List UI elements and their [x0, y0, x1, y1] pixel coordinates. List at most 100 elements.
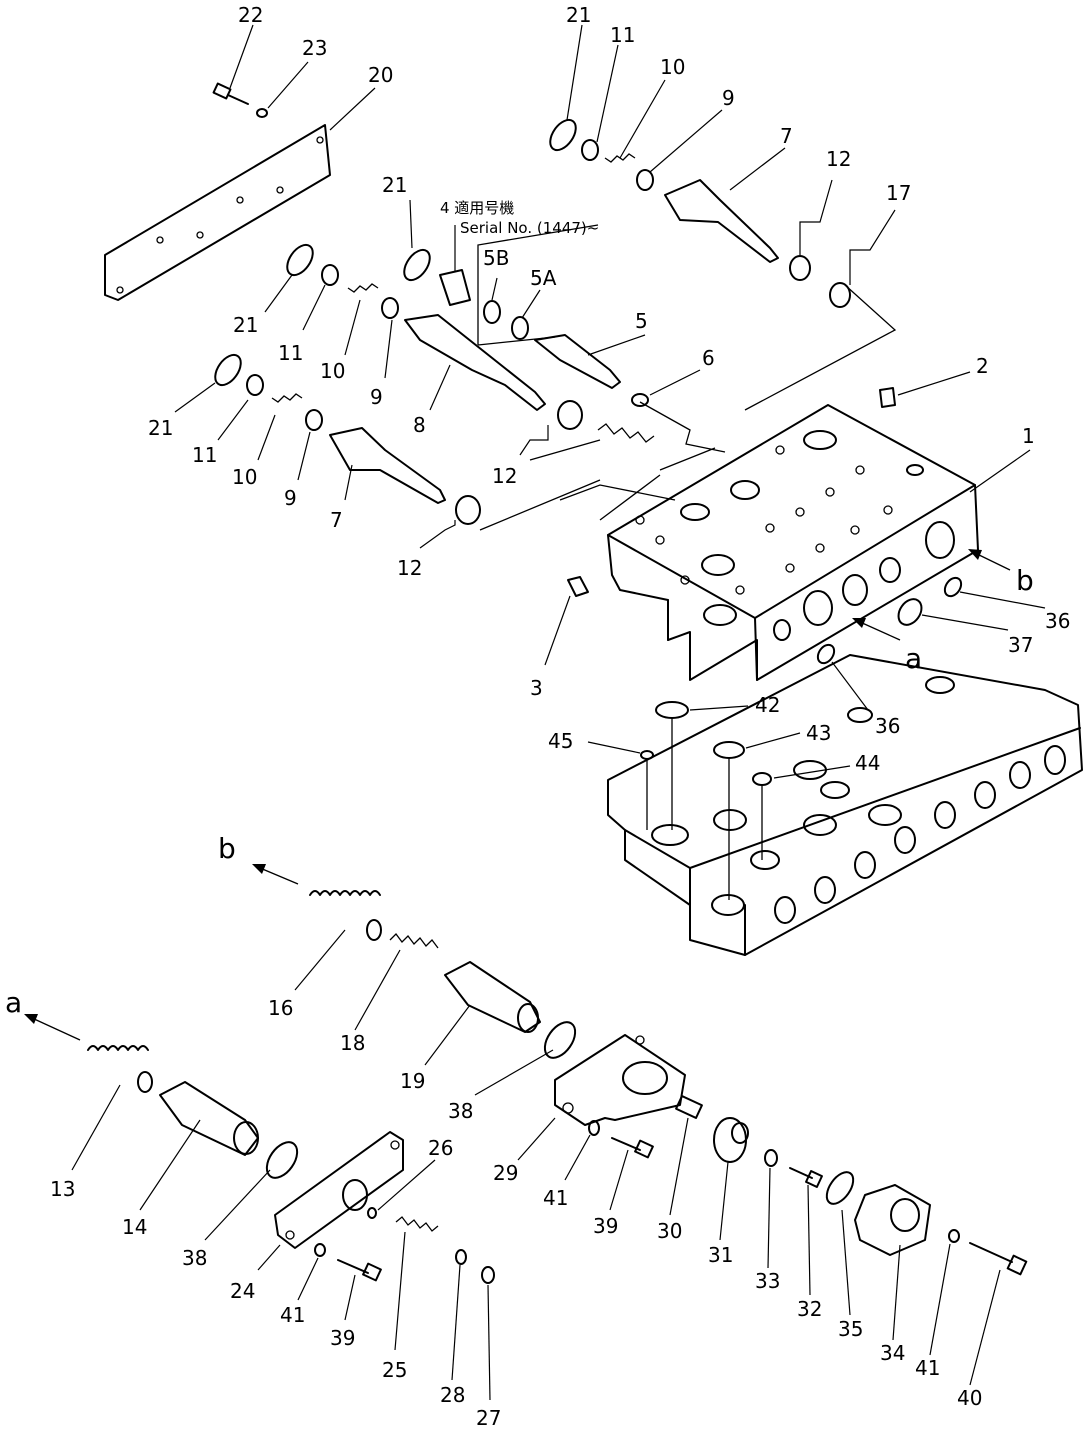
o-ring-21-top [549, 118, 577, 152]
label-7-lower: 7 [330, 508, 343, 532]
o-ring-38-upper [543, 1021, 577, 1059]
o-ring-21-mid [403, 248, 431, 282]
o-ring-37 [897, 598, 923, 626]
label-37: 37 [1008, 633, 1033, 657]
label-21-lower: 21 [148, 416, 173, 440]
label-36-upper: 36 [1045, 609, 1070, 633]
washer-26 [367, 1207, 377, 1219]
serial-note-line2: Serial No. (1447)~ [460, 219, 599, 237]
washer-41-b [588, 1120, 600, 1136]
stud-25 [395, 1216, 439, 1232]
label-30: 30 [657, 1219, 682, 1243]
label-11-top: 11 [610, 23, 635, 47]
label-12-mid: 12 [492, 464, 517, 488]
plug-30 [675, 1095, 703, 1119]
label-24: 24 [230, 1279, 255, 1303]
label-21-top: 21 [566, 3, 591, 27]
label-25: 25 [382, 1358, 407, 1382]
o-ring-42 [655, 701, 689, 719]
piston-19 [444, 961, 541, 1033]
label-35: 35 [838, 1317, 863, 1341]
label-8: 8 [413, 413, 426, 437]
spool-set-top [581, 139, 851, 308]
washer-28 [455, 1249, 467, 1265]
label-21-mid: 21 [382, 173, 407, 197]
label-38-upper: 38 [448, 1099, 473, 1123]
label-32: 32 [797, 1297, 822, 1321]
label-28: 28 [440, 1383, 465, 1407]
flow-arrows [24, 549, 1011, 1041]
label-5b: 5B [483, 246, 509, 270]
label-17: 17 [886, 181, 911, 205]
nut-27 [481, 1266, 495, 1284]
housing-29 [554, 1034, 686, 1126]
bolt-39-b [611, 1137, 654, 1159]
label-12-lower: 12 [397, 556, 422, 580]
washer-41-a [314, 1243, 326, 1257]
label-7-top: 7 [780, 124, 793, 148]
label-5: 5 [635, 309, 648, 333]
label-23: 23 [302, 36, 327, 60]
ref-a-upper: a [905, 642, 922, 675]
plate-24 [274, 1131, 404, 1249]
washer-23 [256, 108, 268, 118]
washer-41-c [948, 1229, 960, 1243]
bolt-32 [789, 1167, 823, 1188]
cover-plate-20 [104, 124, 331, 301]
label-43: 43 [806, 721, 831, 745]
o-ring-21-left [286, 243, 314, 277]
label-41-left: 41 [280, 1303, 305, 1327]
o-ring-45 [640, 750, 654, 760]
label-13: 13 [50, 1177, 75, 1201]
serial-note-line1: 4 適用号機 [440, 199, 514, 217]
label-6: 6 [702, 346, 715, 370]
part-labels: 22 23 20 21 11 10 9 7 12 17 21 5B 5A 5 6… [5, 3, 1070, 1430]
label-29: 29 [493, 1161, 518, 1185]
piston-14 [159, 1081, 259, 1156]
label-18: 18 [340, 1031, 365, 1055]
reference-lines [477, 224, 897, 531]
bolt-39-a [337, 1259, 382, 1282]
label-39-left: 39 [330, 1326, 355, 1350]
ref-b-upper: b [1016, 564, 1034, 597]
label-10-top: 10 [660, 55, 685, 79]
cover-34 [854, 1184, 931, 1256]
label-11-lower: 11 [192, 443, 217, 467]
o-ring-36-b [816, 643, 836, 665]
o-ring-21-lower [214, 353, 242, 387]
nut-33 [764, 1149, 778, 1167]
label-21-left: 21 [233, 313, 258, 337]
label-31: 31 [708, 1243, 733, 1267]
o-ring-35 [825, 1171, 855, 1205]
valve-body-upper [607, 404, 979, 681]
label-14: 14 [122, 1215, 147, 1239]
ref-b-lower: b [218, 832, 236, 865]
label-44: 44 [855, 751, 880, 775]
spring-13 [87, 1045, 153, 1093]
label-1: 1 [1022, 424, 1035, 448]
label-41-mid: 41 [543, 1186, 568, 1210]
label-20: 20 [368, 63, 393, 87]
label-22: 22 [238, 3, 263, 27]
leader-lines [71, 24, 1046, 1401]
label-36-lower: 36 [875, 714, 900, 738]
label-39-mid: 39 [593, 1214, 618, 1238]
o-ring-36-a [943, 576, 963, 598]
spool-set-lower [246, 374, 896, 597]
label-33: 33 [755, 1269, 780, 1293]
label-41-right: 41 [915, 1356, 940, 1380]
label-10-mid: 10 [320, 359, 345, 383]
serial-note: 4 適用号機 Serial No. (1447)~ [440, 199, 599, 237]
label-9-mid: 9 [370, 385, 383, 409]
label-9-top: 9 [722, 86, 735, 110]
label-45: 45 [548, 729, 573, 753]
label-34: 34 [880, 1341, 905, 1365]
label-9-lower: 9 [284, 486, 297, 510]
assembly-lines [646, 718, 763, 900]
label-19: 19 [400, 1069, 425, 1093]
label-42: 42 [755, 693, 780, 717]
label-5a: 5A [530, 266, 557, 290]
spool-set-middle [321, 264, 649, 411]
